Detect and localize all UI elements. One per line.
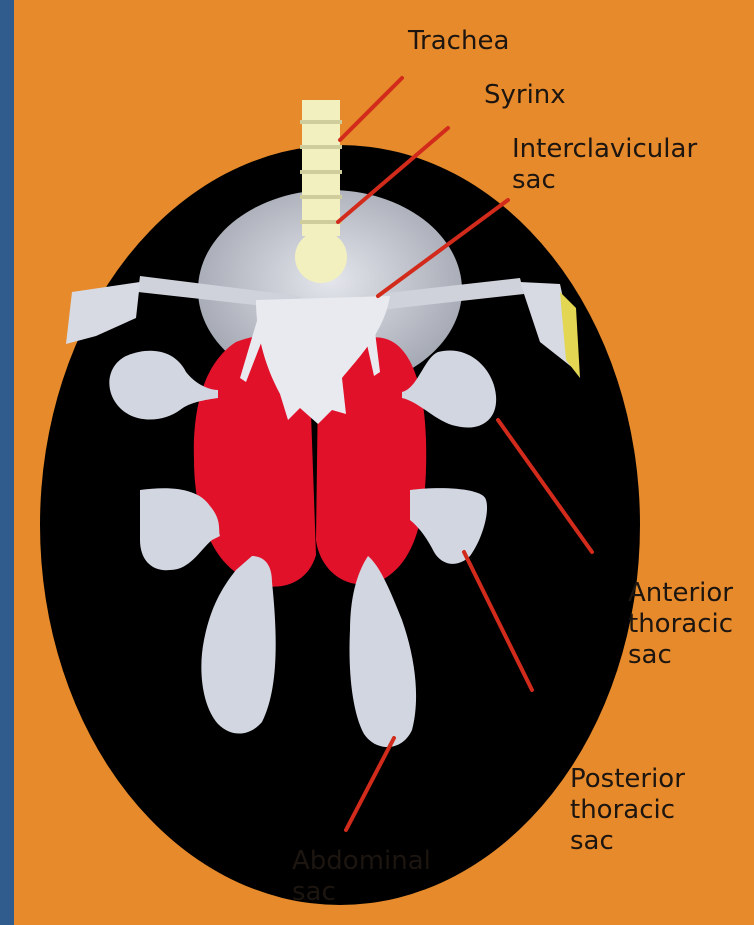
label-trachea: Trachea <box>408 26 509 57</box>
label-posterior-thoracic-sac: Posterior thoracic sac <box>570 764 685 857</box>
label-anterior-thoracic-sac: Anterior thoracic sac <box>628 578 733 671</box>
label-interclavicular-sac: Interclavicular sac <box>512 134 697 196</box>
label-abdominal-sac: Abdominal sac <box>292 846 431 908</box>
label-syrinx: Syrinx <box>484 80 566 111</box>
syrinx-shape <box>295 231 347 283</box>
